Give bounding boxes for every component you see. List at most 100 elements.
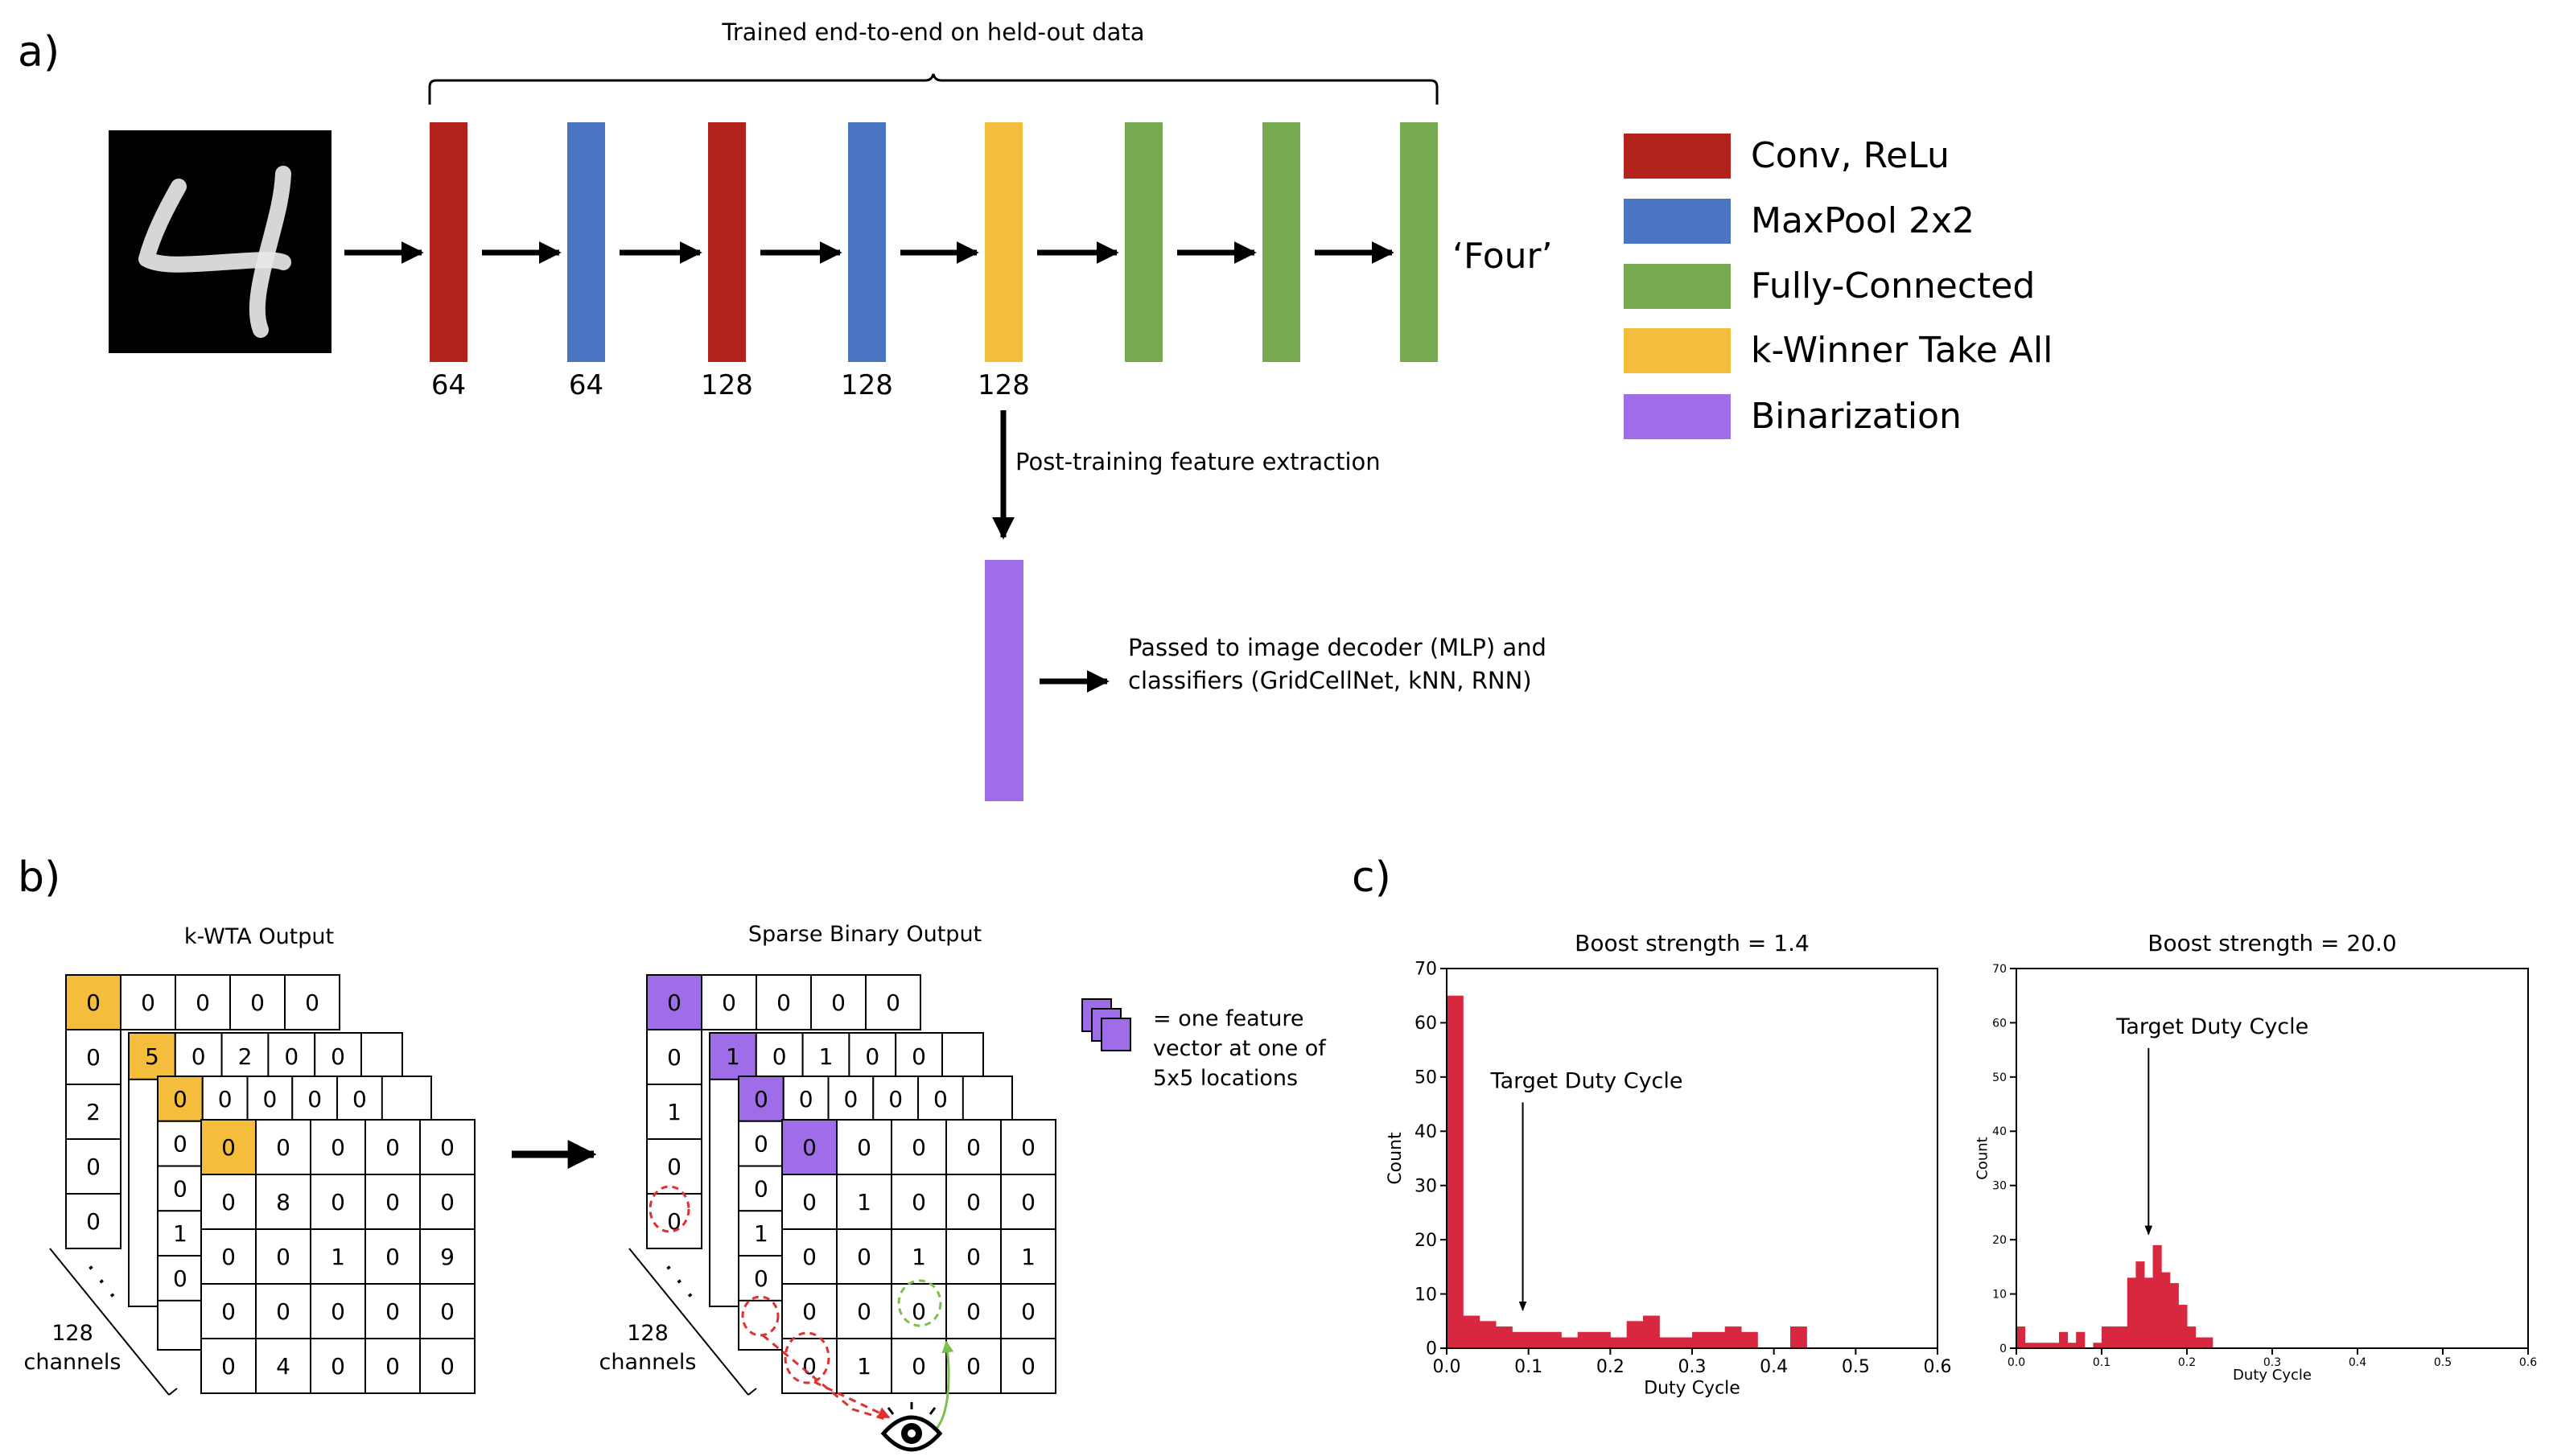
bin-front-4-4-value: 0 xyxy=(1021,1353,1036,1380)
bin-b1-r0-value: 0 xyxy=(754,1086,768,1113)
hist-bar xyxy=(1545,1331,1562,1348)
kwta-front-0-4-value: 0 xyxy=(440,1134,455,1161)
x-tick-label: 0.5 xyxy=(1842,1357,1870,1377)
x-axis-label: Duty Cycle xyxy=(2233,1367,2312,1384)
kwta-front-1-1-value: 8 xyxy=(276,1189,290,1215)
bin-b3-r0-box xyxy=(646,974,702,1030)
layer-kwta-4 xyxy=(985,122,1023,362)
kwta-front-0-1-value: 0 xyxy=(276,1134,290,1161)
hist-bar xyxy=(1790,1326,1807,1348)
x-tick-label: 0.0 xyxy=(2007,1356,2025,1369)
y-tick-label: 70 xyxy=(1415,960,1437,980)
bin-front-2-0-value: 0 xyxy=(802,1244,817,1270)
legend-swatch-binary xyxy=(1624,394,1731,439)
layer-size-0: 64 xyxy=(431,369,466,401)
x-tick-label: 0.3 xyxy=(1678,1357,1707,1377)
bin-front-0-2-value: 0 xyxy=(912,1134,926,1161)
hist-bar xyxy=(1741,1331,1758,1348)
bin-front-4-1-value: 1 xyxy=(857,1353,871,1380)
kwta-front-2-2-box xyxy=(310,1228,366,1285)
bin-b1-r2-value: 0 xyxy=(843,1086,858,1113)
y-axis-label: Count xyxy=(1386,1132,1406,1185)
bin-b2-r1-value: 0 xyxy=(772,1043,787,1070)
training-bracket xyxy=(428,73,1439,105)
hist-bar xyxy=(1643,1315,1660,1348)
kwta-front-3-3-value: 0 xyxy=(385,1298,400,1325)
kwta-b2-r2-value: 2 xyxy=(238,1043,253,1070)
bin-b3-c0-box xyxy=(646,1029,702,1085)
kwta-front-4-4-value: 0 xyxy=(440,1353,455,1380)
layer-maxpool-1 xyxy=(567,122,605,362)
bin-b3-c2-box xyxy=(646,1138,702,1195)
bin-front-1-1-value: 1 xyxy=(857,1189,871,1215)
bin-front-3-3-value: 0 xyxy=(966,1298,981,1325)
hist-bar xyxy=(1675,1337,1693,1348)
bin-front-0-3-value: 0 xyxy=(966,1134,981,1161)
bin-b3-r2-value: 0 xyxy=(776,989,791,1016)
panel-c-label: c) xyxy=(1352,853,1391,902)
kwta-front-2-4-value: 9 xyxy=(440,1244,455,1270)
hist-bar xyxy=(1512,1331,1530,1348)
bin-front-1-2-box xyxy=(891,1174,947,1230)
hist-bar xyxy=(2050,1343,2060,1348)
legend-swatch-fc xyxy=(1624,264,1731,309)
bin-b3-c0-value: 0 xyxy=(667,1044,682,1071)
hist-bar xyxy=(2110,1326,2119,1348)
kwta-front-4-1-value: 4 xyxy=(276,1353,290,1380)
kwta-b2-r0-value: 5 xyxy=(145,1043,159,1070)
x-tick-label: 0.2 xyxy=(2178,1356,2196,1369)
bin-front-1-3-value: 0 xyxy=(966,1189,981,1215)
kwta-b3-r4-value: 0 xyxy=(305,989,319,1016)
kwta-b1-r3-value: 0 xyxy=(307,1086,322,1113)
binary-channels-number: 128 xyxy=(627,1321,669,1346)
kwta-front-3-0-value: 0 xyxy=(221,1298,236,1325)
hist-bar xyxy=(2119,1326,2128,1348)
bin-b3-r1-value: 0 xyxy=(722,989,736,1016)
x-tick-label: 0.4 xyxy=(1760,1357,1788,1377)
bin-front-2-1-box xyxy=(836,1228,892,1285)
kwta-b2-r0-box xyxy=(128,1032,176,1080)
bin-front-2-2-value: 1 xyxy=(912,1244,926,1270)
kwta-b1-c3-box xyxy=(157,1255,204,1302)
kwta-front-4-0-value: 0 xyxy=(221,1353,236,1380)
passed-text-2: classifiers (GridCellNet, kNN, RNN) xyxy=(1128,667,1532,694)
binary-channels-word: channels xyxy=(599,1350,697,1375)
kwta-b1-r4-box xyxy=(336,1076,383,1122)
bin-b1-r3-value: 0 xyxy=(888,1086,903,1113)
legend-label-binary: Binarization xyxy=(1751,396,1962,437)
bin-front-1-4-value: 0 xyxy=(1021,1189,1036,1215)
legend-label-fc: Fully-Connected xyxy=(1751,265,2035,306)
kwta-front-4-2-box xyxy=(310,1338,366,1394)
binary-output-title: Sparse Binary Output xyxy=(748,922,982,947)
kwta-front-1-2-value: 0 xyxy=(331,1189,345,1215)
bin-front-4-4-box xyxy=(1000,1338,1056,1394)
hist-bar xyxy=(2187,1326,2197,1348)
x-tick-label: 0.2 xyxy=(1596,1357,1625,1377)
kwta-b2-r3-box xyxy=(267,1032,316,1080)
layer-size-4: 128 xyxy=(978,369,1030,401)
chart-title: Boost strength = 20.0 xyxy=(2148,930,2396,956)
hist-bar xyxy=(1610,1337,1628,1348)
panel-a: a) Trained end-to-end on held-out data 6… xyxy=(18,19,2053,801)
bin-front-0-1-box xyxy=(836,1119,892,1175)
x-tick-label: 0.1 xyxy=(2093,1356,2110,1369)
kwta-front-0-2-value: 0 xyxy=(331,1134,345,1161)
hist-bar xyxy=(1528,1331,1546,1348)
y-tick-label: 30 xyxy=(1992,1180,2007,1193)
kwta-b3-r4-box xyxy=(284,974,340,1030)
layer-maxpool-3 xyxy=(848,122,886,362)
kwta-front-2-3-value: 0 xyxy=(385,1244,400,1270)
kwta-front-1-3-value: 0 xyxy=(385,1189,400,1215)
hist-bar xyxy=(1561,1337,1579,1348)
hist-bar xyxy=(1479,1321,1497,1348)
x-tick-label: 0.6 xyxy=(2519,1356,2537,1369)
input-digit-image xyxy=(109,130,331,353)
hist-bar xyxy=(1708,1331,1726,1348)
bin-front-4-2-box xyxy=(891,1338,947,1394)
kwta-b1-r3-box xyxy=(291,1076,339,1122)
y-tick-label: 40 xyxy=(1992,1125,2007,1138)
hist-bar xyxy=(1447,995,1464,1348)
kwta-b1-c2-box xyxy=(157,1210,204,1257)
